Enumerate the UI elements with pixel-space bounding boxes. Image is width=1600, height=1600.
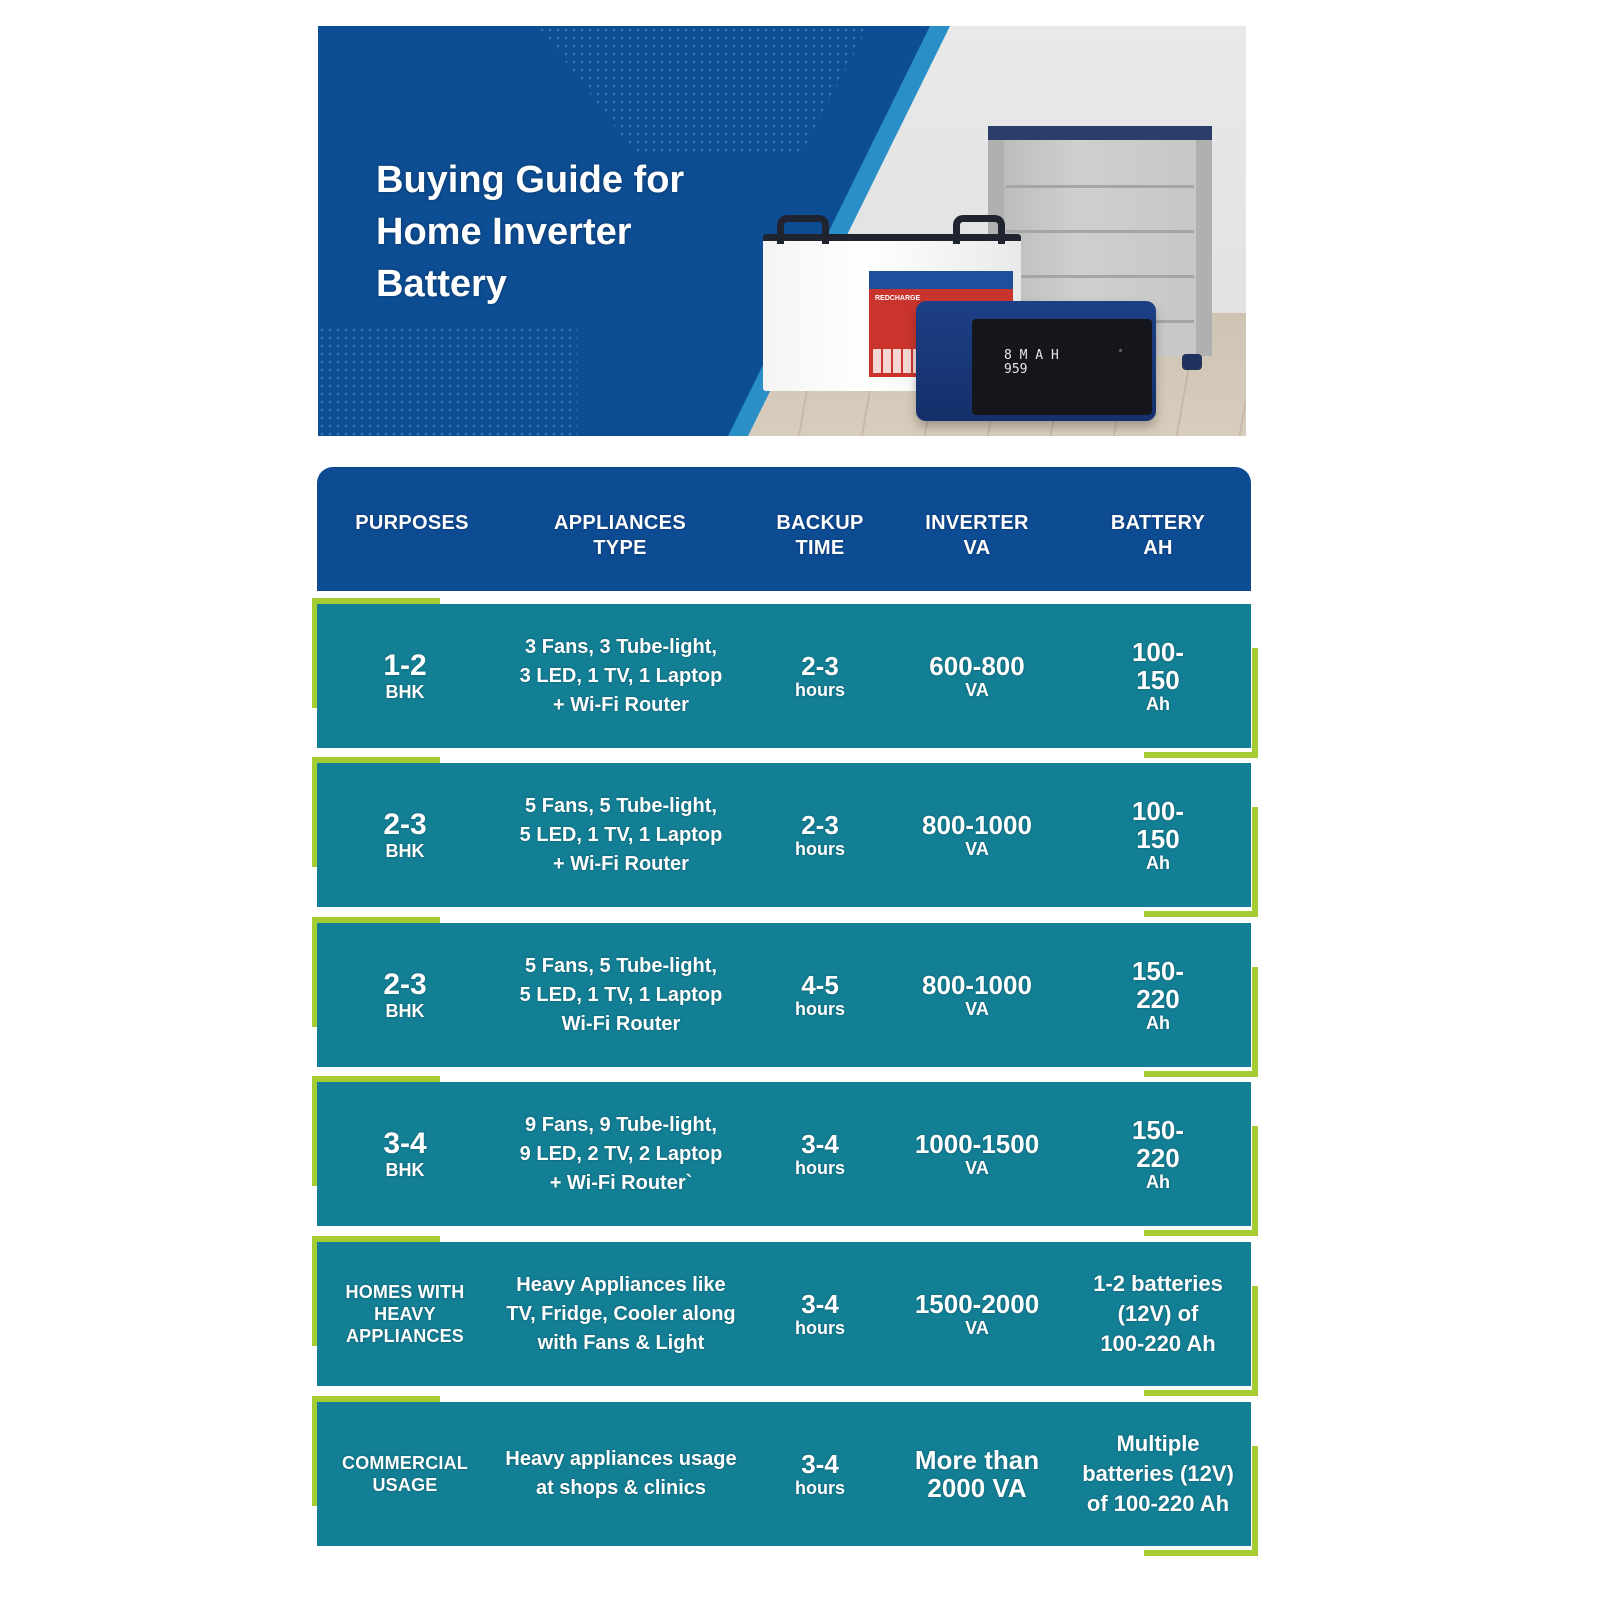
header-inverter-va: INVERTER VA bbox=[925, 512, 1029, 559]
backup-cell: 3-4 hours bbox=[794, 1449, 846, 1498]
backup-cell: 4-5 hours bbox=[794, 970, 846, 1019]
header-appliances-type: APPLIANCES TYPE bbox=[554, 512, 686, 559]
inverter-cell: 1000-1500 VA bbox=[914, 1129, 1040, 1178]
title-line: Home Inverter bbox=[376, 211, 632, 253]
battery-cell: 100-150 Ah bbox=[1131, 796, 1185, 873]
purpose-cell: 3-4 BHK bbox=[383, 1127, 427, 1181]
appliances-cell: Heavy appliances usage at shops & clinic… bbox=[505, 1448, 737, 1499]
purpose-cell: COMMERCIAL USAGE bbox=[342, 1453, 468, 1495]
title-line: Buying Guide for bbox=[376, 159, 685, 201]
inverter-unit-illustration: 8 M A H 959 bbox=[916, 301, 1156, 421]
purpose-cell: HOMES WITH HEAVY APPLIANCES bbox=[345, 1282, 465, 1346]
battery-cell: 100-150 Ah bbox=[1131, 637, 1185, 714]
backup-cell: 3-4 hours bbox=[794, 1289, 846, 1338]
battery-cell: 150-220 Ah bbox=[1131, 956, 1185, 1033]
table-row: 1-2 BHK 3 Fans, 3 Tube-light, 3 LED, 1 T… bbox=[310, 598, 1260, 758]
header-purposes: PURPOSES bbox=[355, 512, 469, 534]
purpose-cell: 2-3 BHK bbox=[383, 968, 427, 1022]
table-header: PURPOSES APPLIANCES TYPE BACKUP TIME INV… bbox=[317, 467, 1251, 591]
appliances-cell: 5 Fans, 5 Tube-light, 5 LED, 1 TV, 1 Lap… bbox=[519, 954, 723, 1035]
table-row: 3-4 BHK 9 Fans, 9 Tube-light, 9 LED, 2 T… bbox=[310, 1076, 1260, 1236]
battery-trolley-cabinet-illustration bbox=[988, 126, 1212, 370]
inverter-cell: 600-800 VA bbox=[929, 651, 1025, 700]
backup-cell: 3-4 hours bbox=[794, 1129, 846, 1178]
purpose-cell: 1-2 BHK bbox=[383, 649, 427, 703]
battery-cell: 1-2 batteries (12V) of 100-220 Ah bbox=[1093, 1271, 1223, 1356]
backup-cell: 2-3 hours bbox=[794, 651, 846, 700]
battery-cell: 150-220 Ah bbox=[1131, 1115, 1185, 1192]
appliances-cell: 3 Fans, 3 Tube-light, 3 LED, 1 TV, 1 Lap… bbox=[519, 635, 723, 716]
table-row: COMMERCIAL USAGE Heavy appliances usage … bbox=[310, 1396, 1260, 1556]
table-row: 2-3 BHK 5 Fans, 5 Tube-light, 5 LED, 1 T… bbox=[310, 757, 1260, 917]
appliances-cell: 5 Fans, 5 Tube-light, 5 LED, 1 TV, 1 Lap… bbox=[519, 794, 723, 875]
table-row: HOMES WITH HEAVY APPLIANCES Heavy Applia… bbox=[310, 1236, 1260, 1396]
purpose-cell: 2-3 BHK bbox=[383, 808, 427, 862]
backup-cell: 2-3 hours bbox=[794, 810, 846, 859]
inverter-cell: More than 2000 VA bbox=[914, 1445, 1040, 1503]
table-row: 2-3 BHK 5 Fans, 5 Tube-light, 5 LED, 1 T… bbox=[310, 917, 1260, 1077]
dot-pattern-decoration bbox=[318, 326, 578, 436]
battery-cell: Multiple batteries (12V) of 100-220 Ah bbox=[1082, 1431, 1234, 1516]
appliances-cell: 9 Fans, 9 Tube-light, 9 LED, 2 TV, 2 Lap… bbox=[519, 1113, 723, 1194]
header-backup-time: BACKUP TIME bbox=[776, 512, 864, 559]
title-line: Battery bbox=[376, 263, 507, 305]
inverter-display: 8 M A H 959 bbox=[1004, 348, 1059, 377]
inverter-cell: 800-1000 VA bbox=[922, 970, 1032, 1019]
appliances-cell: Heavy Appliances like TV, Fridge, Cooler… bbox=[506, 1273, 736, 1354]
header-battery-ah: BATTERY AH bbox=[1110, 512, 1206, 559]
page-title: Buying Guide for Home Inverter Battery bbox=[376, 154, 756, 310]
hero-banner: Buying Guide for Home Inverter Battery R… bbox=[318, 26, 1246, 436]
inverter-cell: 800-1000 VA bbox=[922, 810, 1032, 859]
inverter-cell: 1500-2000 VA bbox=[914, 1289, 1040, 1338]
